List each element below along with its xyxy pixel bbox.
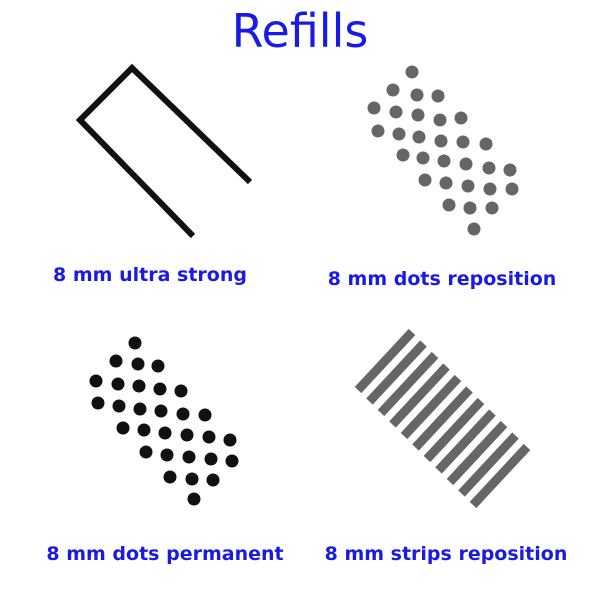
dot [133,402,147,416]
dot [456,135,470,149]
dot [367,101,381,115]
dot [442,198,456,212]
dot [151,359,165,373]
strip [354,328,416,394]
strip [469,443,531,509]
dot [202,430,216,444]
dot [479,137,493,151]
label-strips-reposition: 8 mm strips reposition [324,543,568,565]
dot [176,407,190,421]
dot [180,428,194,442]
grey-dots-pattern-icon [367,65,519,236]
dot [412,130,426,144]
dot [204,452,218,466]
dot [160,448,174,462]
dot [434,134,448,148]
dot [371,124,385,138]
dot [137,423,151,437]
dot [163,470,177,484]
strip [400,374,462,440]
page-title: Refills [231,4,369,58]
dot [187,492,201,506]
dot [396,148,410,162]
strip [389,363,450,428]
dot [437,154,451,168]
dot [433,113,447,127]
dot [128,336,142,350]
strips-pattern-icon [354,328,531,509]
dot [405,65,419,79]
dot [459,157,473,171]
dot [411,108,425,122]
dot [185,472,199,486]
label-ultra-strong: 8 mm ultra strong [53,264,247,286]
strip [412,386,473,451]
dot [431,89,445,103]
dot [386,83,400,97]
strip [446,420,508,486]
dot [418,173,432,187]
dot [416,151,430,165]
dot [89,374,103,388]
dot [410,88,424,102]
dot [111,377,125,391]
dot [461,179,475,193]
dot [154,404,168,418]
dot [132,379,146,393]
dot [223,433,237,447]
dot [174,384,188,398]
dot [158,426,172,440]
dot [225,454,239,468]
dot [109,354,123,368]
dot [463,201,477,215]
dot [482,161,496,175]
dot [467,222,481,236]
strip [435,409,496,474]
dot [91,396,105,410]
dot [153,382,167,396]
dot [439,176,453,190]
dot [116,421,130,435]
dot [485,201,499,215]
dot [112,399,126,413]
dot [392,127,406,141]
label-dots-permanent: 8 mm dots permanent [46,543,284,565]
strip [377,351,439,417]
staple-icon [75,63,253,239]
dot [454,111,468,125]
strip [366,340,427,405]
label-dots-reposition: 8 mm dots reposition [327,268,557,290]
black-dots-pattern-icon [89,336,239,506]
dot [206,473,220,487]
dot [182,450,196,464]
dot [131,357,145,371]
dot [483,182,497,196]
dot [139,445,153,459]
dot [389,105,403,119]
dot [503,163,517,177]
strip [423,397,485,463]
dot [198,408,212,422]
dot [505,182,519,196]
strip [458,432,519,497]
